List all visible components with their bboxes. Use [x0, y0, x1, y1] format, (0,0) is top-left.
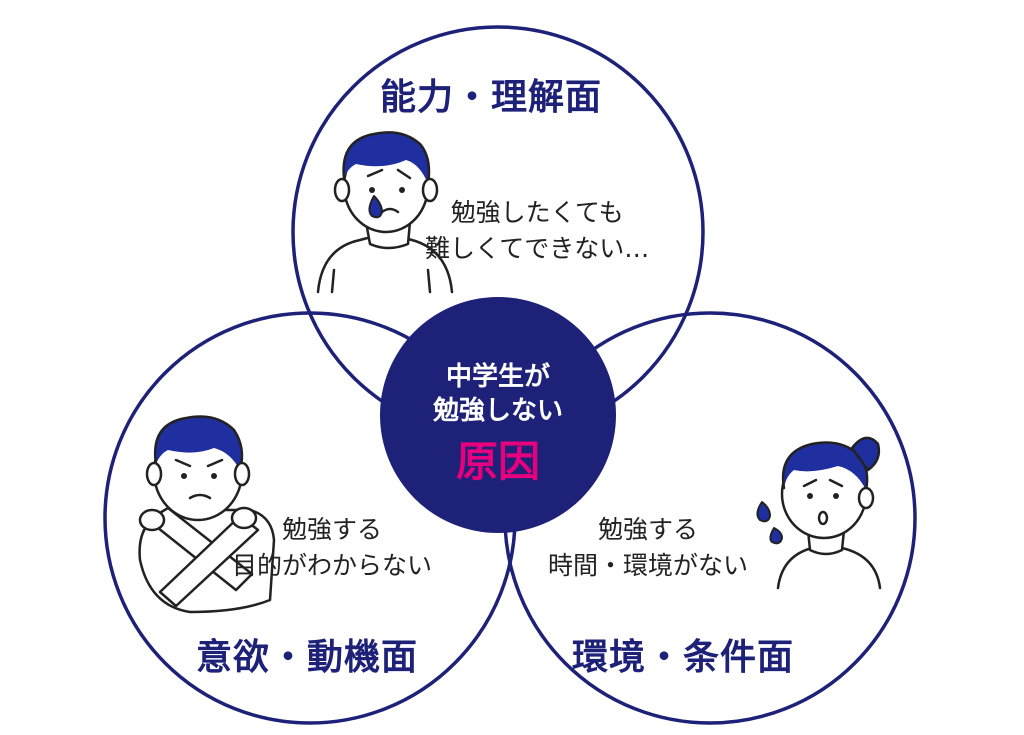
left-circle-quote: 勉強する 目的がわからない: [232, 512, 432, 584]
right-quote-line2: 時間・環境がない: [548, 551, 749, 580]
worried-person-illustration: [316, 131, 454, 294]
sweating-person-illustration: [756, 436, 882, 590]
top-circle-heading: 能力・理解面: [380, 77, 603, 118]
left-circle-heading: 意欲・動機面: [196, 637, 419, 678]
right-circle-heading: 環境・条件面: [572, 637, 795, 678]
right-circle-quote: 勉強する 時間・環境がない: [548, 512, 748, 584]
top-circle-quote: 勉強したくても 難しくてできない…: [425, 195, 649, 267]
center-label: 中学生が 勉強しない 原因: [398, 360, 598, 489]
top-quote-line1: 勉強したくても: [450, 198, 624, 227]
left-quote-line2: 目的がわからない: [232, 551, 433, 580]
arms-crossed-person-illustration: [138, 415, 276, 614]
top-quote-line2: 難しくてできない…: [425, 234, 650, 263]
right-quote-line1: 勉強する: [598, 515, 699, 544]
center-line2: 勉強しない: [432, 396, 563, 426]
center-emphasis: 原因: [455, 437, 540, 486]
center-line1: 中学生が: [445, 362, 550, 392]
left-quote-line1: 勉強する: [282, 515, 383, 544]
center-disc: [380, 297, 616, 533]
